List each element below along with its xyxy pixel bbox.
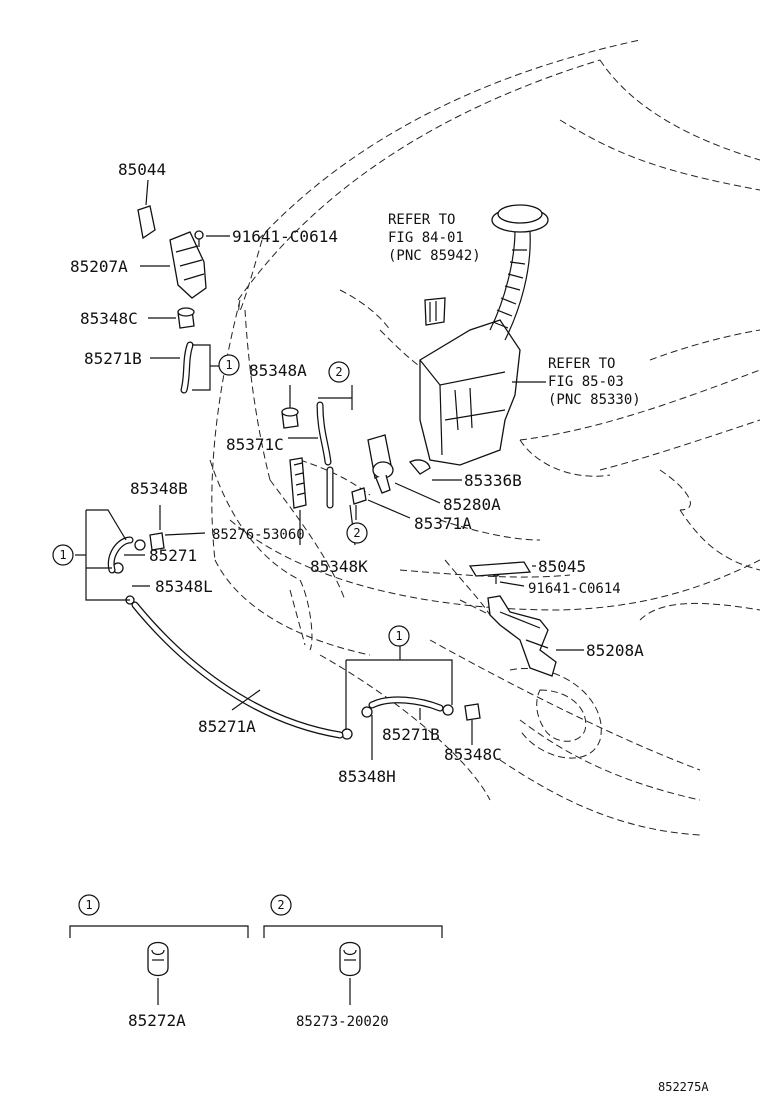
callout-85348L: 85348L [155, 577, 213, 596]
figure-id: 852275A [658, 1080, 709, 1094]
callout-85371C: 85371C [226, 435, 284, 454]
svg-text:REFER TO: REFER TO [548, 356, 615, 372]
svg-text:REFER TO: REFER TO [388, 212, 455, 228]
callout-85348A: 85348A [249, 361, 307, 380]
callout-85348C-top: 85348C [80, 309, 138, 328]
callout-85273-20020: 85273-20020 [296, 1014, 389, 1030]
hoses [107, 341, 444, 739]
legend-clamps [69, 925, 443, 1005]
leader-lines [75, 179, 584, 760]
svg-text:2: 2 [335, 365, 342, 379]
washer-pump [351, 434, 431, 505]
svg-text:(PNC 85942): (PNC 85942) [388, 248, 481, 264]
callout-85208A: 85208A [586, 641, 644, 660]
callout-85271: 85271 [149, 546, 197, 565]
refer-note-fig-85-03: REFER TO FIG 85-03 (PNC 85330) [512, 356, 641, 408]
svg-text:1: 1 [85, 898, 92, 912]
callout-85276-53060: 85276-53060 [212, 527, 305, 543]
svg-text:2: 2 [353, 526, 360, 540]
callout-85348B: 85348B [130, 479, 188, 498]
callout-85371A: 85371A [414, 514, 472, 533]
marker-1-legend: 1 [78, 894, 100, 916]
svg-text:1: 1 [225, 358, 232, 372]
callout-85045: 85045 [538, 557, 586, 576]
svg-text:FIG 84-01: FIG 84-01 [388, 230, 464, 246]
callout-85348K: 85348K [310, 557, 368, 576]
callout-91641-bot: 91641-C0614 [528, 581, 621, 597]
marker-2-b: 2 [346, 522, 368, 544]
callout-85280A: 85280A [443, 495, 501, 514]
callout-85044: 85044 [118, 160, 166, 179]
nozzle-assemblies [137, 205, 557, 677]
callout-85271A: 85271A [198, 717, 256, 736]
marker-2-a: 2 [328, 361, 350, 383]
washer-tank [419, 204, 549, 466]
marker-2-legend: 2 [270, 894, 292, 916]
callout-85207A: 85207A [70, 257, 128, 276]
callout-85271B-bot: 85271B [382, 725, 440, 744]
svg-text:1: 1 [59, 548, 66, 562]
callout-85271B-top: 85271B [84, 349, 142, 368]
callout-85348H: 85348H [338, 767, 396, 786]
marker-1-c: 1 [388, 625, 410, 647]
callout-91641-top: 91641-C0614 [232, 227, 338, 246]
svg-text:FIG 85-03: FIG 85-03 [548, 374, 624, 390]
callout-85272A: 85272A [128, 1011, 186, 1030]
svg-text:2: 2 [277, 898, 284, 912]
svg-text:1: 1 [395, 629, 402, 643]
fittings [112, 230, 501, 740]
svg-text:(PNC 85330): (PNC 85330) [548, 392, 641, 408]
refer-note-fig-84-01: REFER TO FIG 84-01 (PNC 85942) [388, 212, 481, 264]
callout-85336B: 85336B [464, 471, 522, 490]
callout-85348C-bot: 85348C [444, 745, 502, 764]
marker-1-b: 1 [52, 544, 74, 566]
marker-1-a: 1 [218, 354, 240, 376]
